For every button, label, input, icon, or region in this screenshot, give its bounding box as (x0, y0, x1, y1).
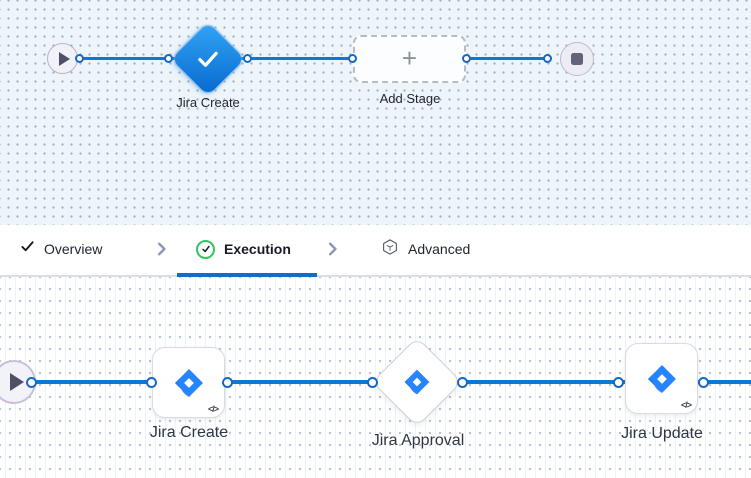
pipeline-end-node[interactable] (560, 42, 594, 76)
connector-port (163, 54, 173, 63)
tab-label: Overview (44, 241, 103, 257)
connector-port (74, 54, 84, 63)
check-icon (193, 44, 223, 74)
add-stage-button[interactable]: + (353, 35, 466, 83)
connector-port (221, 376, 233, 388)
connector-port (366, 376, 378, 388)
active-tab-underline (177, 273, 317, 277)
step-label: Jira Create (149, 424, 229, 441)
code-badge-icon: </> (207, 404, 219, 414)
connector-port (461, 54, 471, 63)
stage-node-jira-create[interactable] (171, 22, 245, 96)
connector-port (456, 376, 468, 388)
step-node-jira-approval[interactable] (371, 336, 463, 428)
jira-icon (401, 366, 433, 398)
chevron-right-icon (327, 225, 338, 273)
jira-icon (644, 361, 680, 397)
stage-setup-tabbar: Overview Execution Advanced (0, 225, 751, 277)
connector-port (612, 376, 624, 388)
stop-icon (571, 53, 583, 65)
chevron-right-icon (156, 225, 167, 273)
play-icon (59, 51, 70, 66)
tab-label: Execution (224, 241, 291, 257)
tab-execution[interactable]: Execution (196, 225, 291, 273)
connector-port (25, 376, 37, 388)
connector-port (145, 376, 157, 388)
stage-label: Jira Create (176, 95, 240, 110)
step-label: Jira Update (621, 425, 703, 442)
step-label: Jira Approval (371, 432, 465, 449)
tab-label: Advanced (408, 241, 471, 257)
execution-start-node[interactable] (0, 360, 36, 404)
connector-port (697, 376, 709, 388)
pipeline-start-node[interactable] (47, 43, 78, 74)
connector-line (77, 57, 547, 60)
check-circle-icon (196, 239, 215, 259)
play-icon (9, 373, 24, 391)
execution-canvas[interactable]: </> Jira Create Jira Approval </> Jira U… (0, 277, 751, 478)
hexagon-icon (381, 238, 399, 261)
step-node-jira-create[interactable]: </> (152, 347, 225, 418)
tab-advanced[interactable]: Advanced (381, 225, 470, 273)
add-stage-label: Add Stage (379, 91, 441, 106)
connector-port (542, 54, 552, 63)
jira-icon (171, 365, 207, 401)
code-badge-icon: </> (680, 400, 692, 410)
connector-port (242, 54, 252, 63)
check-icon (20, 239, 35, 259)
step-node-jira-update[interactable]: </> (625, 343, 698, 414)
connector-port (347, 54, 357, 63)
plus-icon: + (401, 42, 418, 73)
stage-canvas[interactable]: Jira Create + Add Stage (0, 0, 751, 225)
tab-overview[interactable]: Overview (20, 225, 102, 273)
